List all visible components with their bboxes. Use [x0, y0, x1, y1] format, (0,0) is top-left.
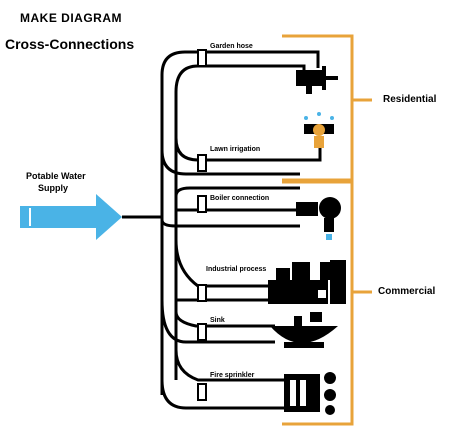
valve-icon — [197, 383, 207, 401]
branch-boiler — [174, 186, 300, 197]
diagram-title: MAKE DIAGRAM — [20, 11, 122, 25]
residential-bracket — [282, 34, 372, 182]
branch-garden-hose — [160, 50, 320, 76]
main-pipe — [122, 75, 178, 395]
supply-label: Potable Water — [26, 171, 86, 181]
factory-icon — [268, 260, 346, 304]
branch-label-boiler: Boiler connection — [210, 195, 270, 202]
branch-label-industrial: Industrial process — [206, 266, 267, 273]
branch-label-fire: Fire sprinkler — [210, 372, 255, 379]
branch-pipes — [160, 50, 322, 410]
boiler-icon — [296, 197, 341, 240]
fire-system-icon — [284, 372, 336, 415]
valve-icon — [197, 195, 207, 213]
valves — [197, 49, 207, 401]
hose-bib-icon — [296, 66, 338, 94]
supply-label-2: Supply — [38, 183, 69, 193]
sprinkler-icon — [304, 112, 334, 148]
branch-industrial — [174, 239, 270, 288]
branch-label-garden-hose: Garden hose — [210, 43, 253, 50]
valve-icon — [197, 49, 207, 67]
branch-label-sink: Sink — [210, 317, 225, 324]
branch-label-lawn-irrigation: Lawn irrigation — [210, 146, 261, 153]
valve-icon — [197, 154, 207, 172]
branch-sink — [174, 311, 275, 328]
supply-arrow — [20, 194, 122, 240]
branch-fire — [174, 349, 285, 382]
valve-icon — [197, 284, 207, 302]
valve-icon — [197, 323, 207, 341]
residential-label: Residential — [383, 94, 437, 105]
commercial-bracket — [282, 180, 372, 426]
sink-icon — [270, 312, 338, 348]
commercial-label: Commercial — [378, 286, 436, 297]
diagram-subtitle: Cross-Connections — [5, 36, 135, 52]
